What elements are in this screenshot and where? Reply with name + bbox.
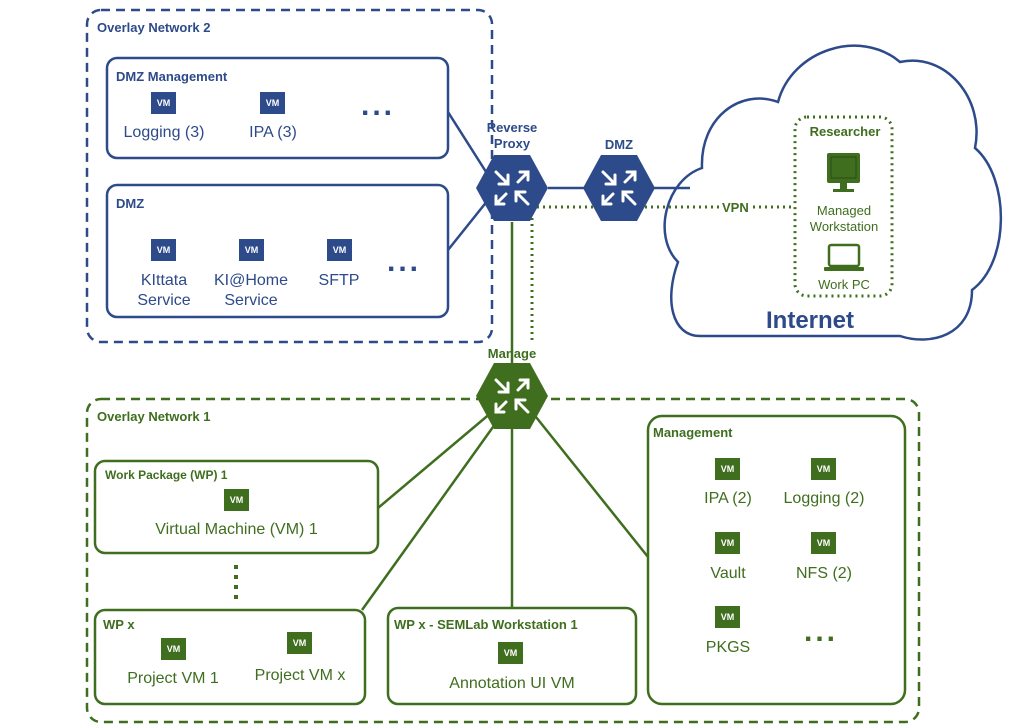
vm-icon: VM [287, 632, 312, 654]
overlay-network-2-title: Overlay Network 2 [97, 20, 211, 35]
researcher-box [793, 115, 894, 298]
vm-icon: VM [224, 489, 249, 511]
vm-label-ipa-2: IPA (2) [704, 490, 752, 507]
link-manage-wpx [360, 419, 500, 611]
manage-router [476, 363, 548, 429]
vm-icon: VM [327, 239, 352, 261]
dmz-title: DMZ [116, 196, 145, 211]
vm-icon: VM [260, 92, 285, 114]
manage-router-label: Manage [487, 346, 537, 361]
overlay-network-1-title: Overlay Network 1 [97, 409, 211, 424]
vm-icon: VM [715, 606, 740, 628]
vm-icon: VM [498, 642, 523, 664]
vm-label-annotation-ui: Annotation UI VM [449, 675, 575, 692]
vm-icon: VM [811, 532, 836, 554]
more-ellipsis: ... [361, 89, 396, 122]
vm-label-pkgs: PKGS [705, 639, 751, 656]
dmz-router-label: DMZ [604, 137, 634, 152]
link-manage-management [531, 411, 649, 558]
dmz-management-title: DMZ Management [116, 69, 228, 84]
vm-icon: VM [151, 239, 176, 261]
vpn-label: VPN [720, 200, 751, 215]
vm-icon: VM [239, 239, 264, 261]
vm-icon: VM [151, 92, 176, 114]
vm-label-sftp: SFTP [318, 272, 360, 289]
vm-icon: VM [715, 532, 740, 554]
more-ellipsis: ... [804, 615, 839, 648]
dmz-box [105, 183, 450, 319]
vm-label-wp1: Virtual Machine (VM) 1 [155, 521, 318, 538]
vm-label-project-vm-1: Project VM 1 [127, 670, 219, 687]
vm-label-vault: Vault [710, 565, 746, 582]
wp1-title: Work Package (WP) 1 [105, 468, 228, 482]
internet-cloud [663, 44, 1003, 341]
vm-icon: VM [161, 638, 186, 660]
management-box [646, 414, 907, 706]
overlay-network-2-box [85, 8, 494, 344]
work-pc-label: Work PC [818, 277, 870, 292]
vm-icon: VM [811, 458, 836, 480]
monitor-icon [827, 153, 860, 192]
vm-label-project-vm-x: Project VM x [254, 667, 346, 684]
vm-label-nfs: NFS (2) [796, 565, 852, 582]
link-manage-wp1 [377, 411, 493, 509]
reverse-proxy-router [476, 155, 548, 221]
dmz-router [583, 155, 655, 221]
wpx-title: WP x [103, 617, 135, 632]
researcher-title: Researcher [809, 124, 881, 139]
link-dmzmgmt-proxy [446, 111, 490, 176]
vm-label-ipa: IPA (3) [249, 124, 297, 141]
management-title: Management [653, 425, 733, 440]
laptop-icon [824, 243, 864, 271]
vm-label-logging: Logging (3) [123, 124, 205, 141]
more-ellipsis: ... [387, 245, 422, 278]
overlay-network-1-box [85, 397, 921, 724]
internet-label: Internet [766, 307, 855, 334]
vm-label-logging-2: Logging (2) [783, 490, 865, 507]
link-dmz-proxy [447, 199, 489, 251]
semlab-title: WP x - SEMLab Workstation 1 [394, 617, 578, 632]
wpx-box [93, 608, 367, 706]
vm-icon: VM [715, 458, 740, 480]
